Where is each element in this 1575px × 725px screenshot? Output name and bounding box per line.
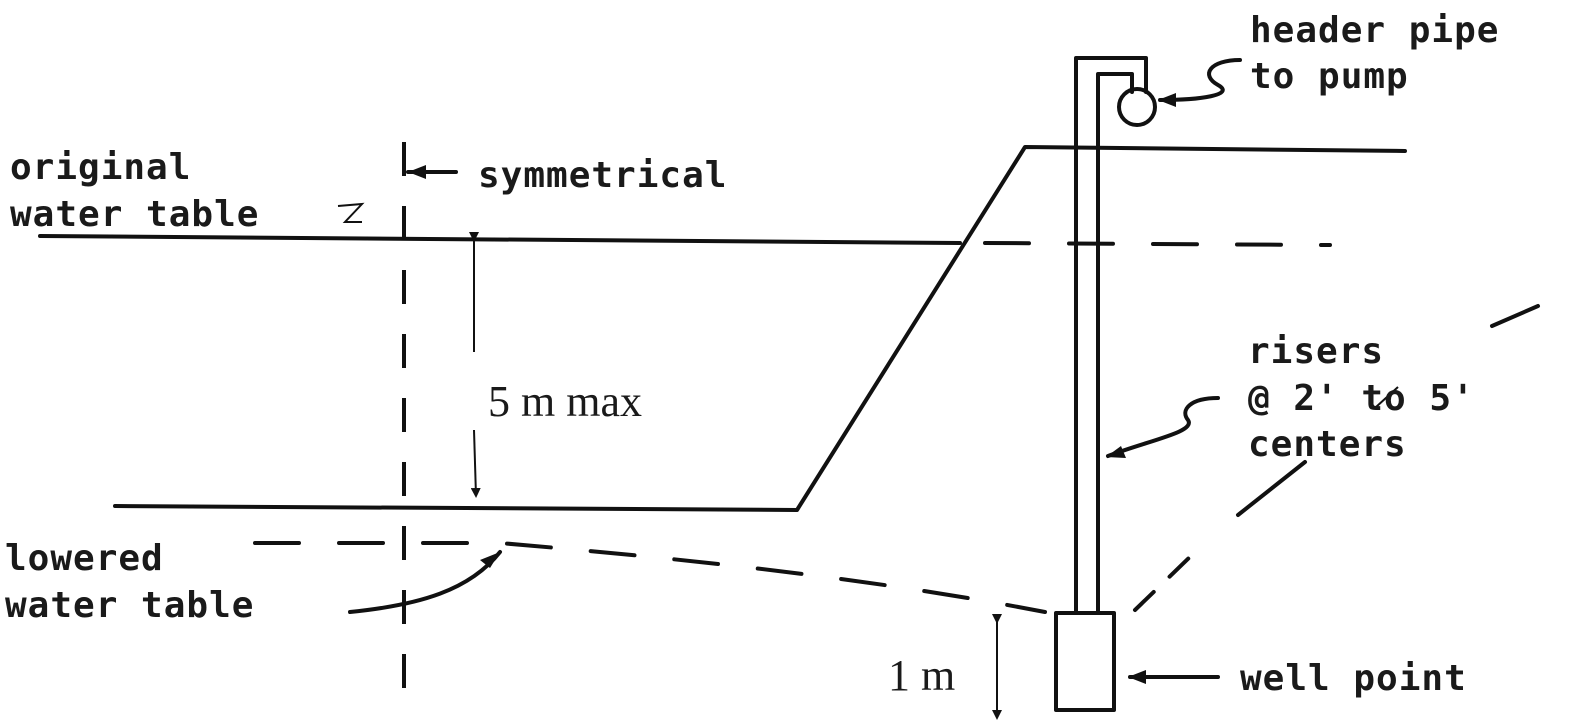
header-pipe-circle [1117,87,1157,127]
well-point-label: well point [1240,658,1467,699]
lowered-water-table-label-2: water table [5,585,254,626]
header-pipe-label-2: to pump [1250,56,1409,97]
excavation-profile [113,145,1407,512]
bracket-mark-2 [1236,460,1307,517]
risers-label-3: centers [1248,424,1407,465]
risers-label-2: @ 2' to 5' [1248,378,1475,419]
original-water-table-dashed [983,241,1332,247]
bracket-dashed [1133,553,1194,612]
symmetrical-label: symmetrical [478,155,727,196]
well-point-box [1054,611,1116,712]
one-m-label: 1 m [888,651,955,700]
riser-pipe [1074,56,1148,614]
risers-leader [1106,396,1220,458]
symmetrical-arrowhead [408,165,426,179]
riser-pipe-inner [1096,72,1134,614]
lowered-leader-arrowhead [480,552,500,568]
original-water-table-line [38,234,962,245]
header-leader [1158,58,1242,102]
risers-leader-arrowhead [1106,446,1126,458]
lowered-water-table-label-1: lowered [5,538,164,579]
well-point-arrowhead [1128,670,1146,684]
lowered-leader [348,550,502,614]
five-m-max-label: 5 m max [488,377,642,426]
original-water-table-tick [337,202,365,223]
original-water-table-label-2: water table [10,194,259,235]
lowered-water-table-curve [253,541,1047,614]
bracket-mark-1 [1490,304,1540,328]
original-water-table-label-1: original [10,147,191,188]
header-pipe-label-1: header pipe [1250,10,1499,51]
risers-label-1: risers [1248,331,1384,372]
strike-mark [1375,386,1399,408]
five-m-dimension-lower [470,429,481,498]
header-leader-arrowhead [1158,93,1176,107]
